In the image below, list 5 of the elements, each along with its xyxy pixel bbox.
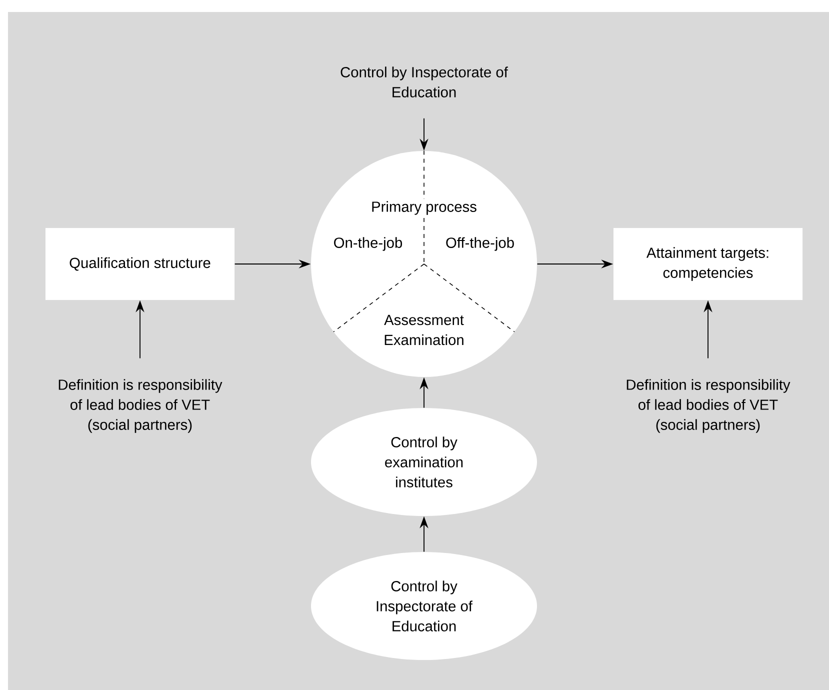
annotation-text: Control by Inspectorate of Education <box>340 66 508 98</box>
process-box: Attainment targets: competencies <box>613 228 803 300</box>
process-box: Qualification structure <box>45 228 235 300</box>
annotation-text: Definition is responsibility of lead bodies of VET (social partners) <box>58 379 222 433</box>
annotation-text: Definition is responsibility of lead bodies of VET (social partners) <box>626 379 790 433</box>
